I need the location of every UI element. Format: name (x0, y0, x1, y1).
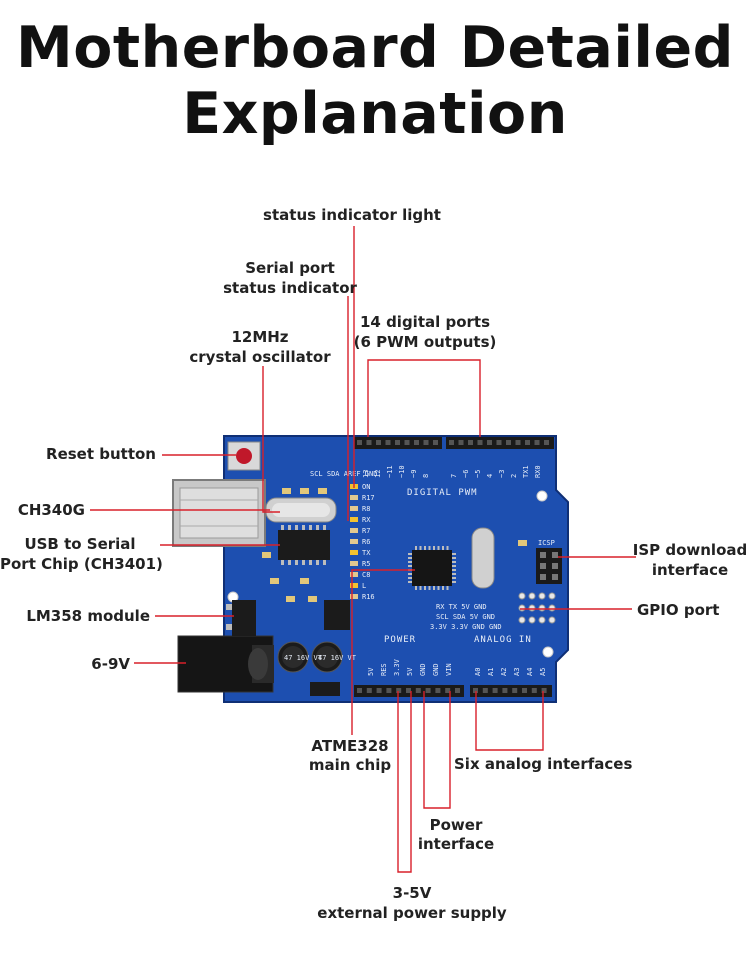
power-pin-0: 5V (367, 667, 375, 676)
led-c8 (350, 572, 358, 577)
power-pin-3: 5V (406, 667, 414, 676)
label-gpio-port: GPIO port (637, 601, 720, 619)
led-r8 (350, 506, 358, 511)
label-status-indicator-light: status indicator light (263, 206, 441, 224)
label-isp-line2: interface (651, 561, 729, 579)
led-tx (350, 550, 358, 555)
gpio-row3-text: 3.3V 3.3V GND GND (430, 623, 502, 631)
led-r6 (350, 539, 358, 544)
usb-b-connector (172, 479, 266, 547)
label-crystal-line2: crystal oscillator (189, 348, 331, 366)
led-label-r17: R17 (362, 494, 375, 502)
led-label-r7: R7 (362, 527, 370, 535)
label-serial-status-line1: Serial port (245, 259, 335, 277)
dc-power-jack (177, 635, 274, 693)
digital-pin-l5: 8 (422, 474, 430, 478)
power-pin-1: RES (380, 663, 388, 676)
label-reset-button: Reset button (46, 445, 156, 463)
digital-pin-r0: 7 (450, 474, 458, 478)
icsp-text: ICSP (538, 539, 555, 547)
led-label-l: L (362, 582, 366, 590)
analog-pin-a2: A2 (500, 668, 508, 676)
digital-pin-r5: 2 (510, 474, 518, 478)
lm358-part (226, 600, 256, 636)
page-title-line1: Motherboard Detailed (16, 15, 734, 81)
digital-pin-r1: ~6 (462, 470, 470, 478)
label-6-9v: 6-9V (91, 655, 130, 673)
label-serial-status-line2: status indicator (223, 279, 357, 297)
label-power-interface-line2: interface (417, 835, 495, 853)
led-l (350, 583, 358, 588)
label-power-interface-line1: Power (429, 816, 483, 834)
led-label-rx: RX (362, 516, 371, 524)
label-digital-ports-line2: (6 PWM outputs) (353, 333, 497, 351)
crystal-oscillator-part (265, 497, 337, 523)
label-atme328-line2: main chip (308, 756, 392, 774)
page-title-line2: Explanation (182, 81, 568, 147)
label-crystal-line1: 12MHz (231, 328, 289, 346)
led-r7 (350, 528, 358, 533)
gpio-row2-text: SCL SDA 5V GND (436, 613, 495, 621)
electrolytic-capacitors: 47 16V VT 47 16V VT (277, 641, 357, 673)
label-external-power-line1: 3-5V (392, 884, 432, 902)
analog-pin-a1: A1 (487, 668, 495, 676)
cap2-text: 47 16V VT (318, 654, 357, 662)
digital-pin-r3: 4 (486, 474, 494, 478)
reset-button-part (227, 441, 261, 471)
digital-pin-l2: ~11 (386, 465, 394, 478)
led-r16 (350, 594, 358, 599)
gpio-row1-text: RX TX 5V GND (436, 603, 487, 611)
led-rx (350, 517, 358, 522)
label-lm358: LM358 module (26, 607, 150, 625)
led-label-tx: TX (362, 549, 371, 557)
power-pin-5: GND (432, 663, 440, 676)
power-pin-4: GND (419, 663, 427, 676)
label-external-power-line2: external power supply (317, 904, 507, 922)
power-analog-headers: 5V RES 3.3V 5V GND GND VIN A0 A1 A2 A3 A4 A5 POWER A… (354, 635, 552, 697)
label-digital-ports-line1: 14 digital ports (359, 313, 491, 331)
power-header-text: POWER (384, 635, 416, 645)
label-usb-serial-line2: Port Chip (CH3401) (0, 555, 163, 573)
led-label-r16: R16 (362, 593, 375, 601)
icsp-header: ICSP (536, 539, 562, 584)
power-pin-6: VIN (445, 663, 453, 676)
label-usb-serial-line1: USB to Serial (24, 535, 136, 553)
led-label-r8: R8 (362, 505, 370, 513)
label-ch340g: CH340G (17, 501, 85, 519)
digital-header-text: DIGITAL PWM (407, 488, 478, 498)
digital-pin-r4: ~3 (498, 470, 506, 478)
atmega328-chip (408, 546, 456, 590)
analog-pin-a4: A4 (526, 668, 534, 676)
led-r17 (350, 495, 358, 500)
digital-pin-l4: ~9 (410, 470, 418, 478)
digital-pin-l1: 12 (374, 470, 382, 478)
label-isp-line1: ISP download (632, 541, 748, 559)
digital-header: 13 12 ~11 ~10 ~9 8 7 ~6 ~5 4 ~3 2 TX1 RX0 DIGITAL PWM… (310, 437, 554, 498)
led-label-on: ON (362, 483, 370, 491)
analog-pin-a5: A5 (539, 668, 547, 676)
led-r5 (350, 561, 358, 566)
cap1-text: 47 16V VT (284, 654, 323, 662)
label-atme328-line1: ATME328 (311, 737, 389, 755)
analog-pin-a0: A0 (474, 668, 482, 676)
led-label-r6: R6 (362, 538, 370, 546)
digital-pin-r6: TX1 (522, 465, 530, 478)
led-label-c8: C8 (362, 571, 370, 579)
ch340g-chip (278, 525, 330, 565)
digital-pin-l3: ~10 (398, 465, 406, 478)
label-six-analog: Six analog interfaces (454, 755, 633, 773)
power-pin-2: 3.3V (393, 658, 401, 676)
analog-pin-a3: A3 (513, 668, 521, 676)
leader-lines (90, 226, 636, 873)
digital-pin-l0: 13 (362, 470, 370, 478)
led-label-r5: R5 (362, 560, 370, 568)
digital-pin-r7: RX0 (534, 465, 542, 478)
analog-header-text: ANALOG IN (474, 635, 532, 645)
top-left-pins-text: SCL SDA AREF GND (310, 470, 377, 478)
digital-pin-r2: ~5 (474, 470, 482, 478)
